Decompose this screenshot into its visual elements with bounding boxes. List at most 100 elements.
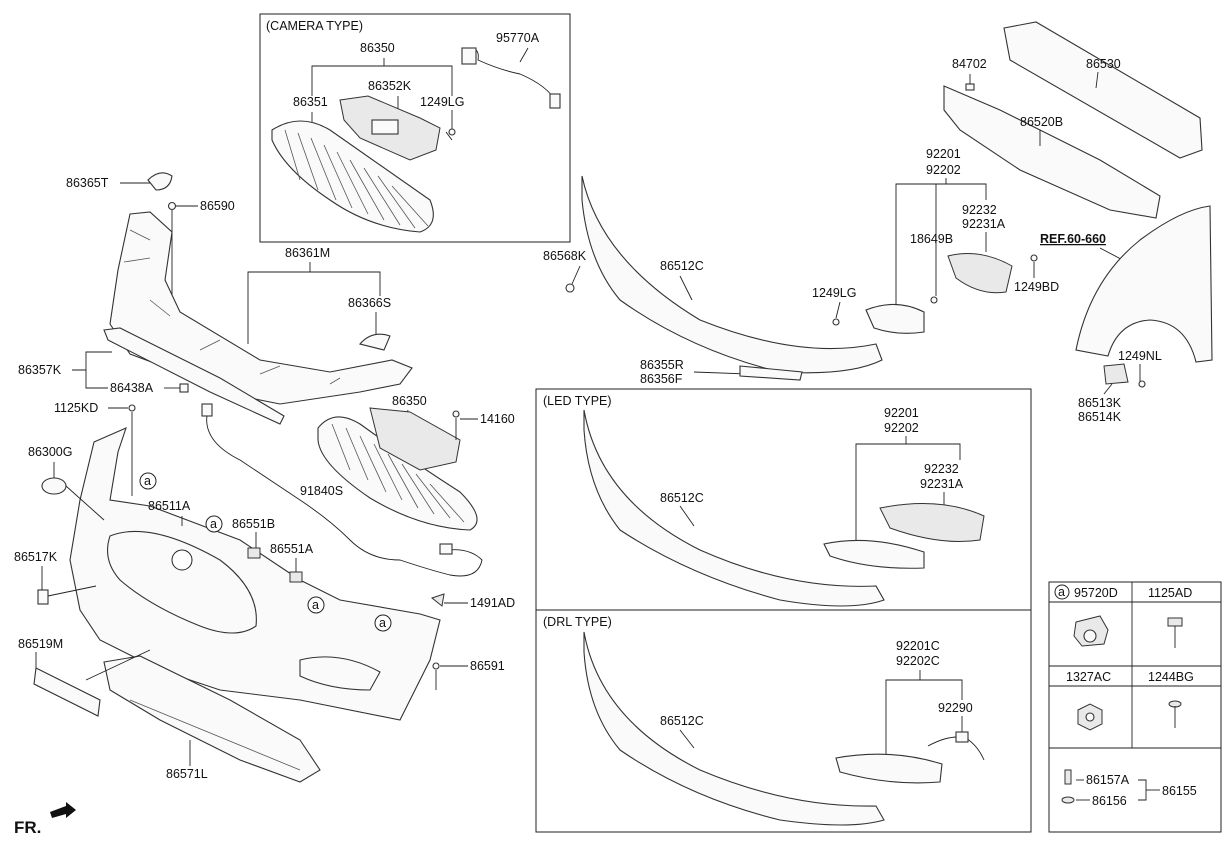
label-86513K: 86513K: [1078, 396, 1122, 410]
emblem-86300G: [41, 477, 67, 495]
nut-1327AC-icon: [1077, 703, 1103, 731]
marker-a-3: [307, 596, 325, 614]
legend-marker-a: [1054, 584, 1070, 600]
reinforcement-86530: [1003, 21, 1203, 159]
label-86591: 86591: [470, 659, 505, 673]
label-92202-led: 92202: [884, 421, 919, 435]
under-cover-86571L: [103, 655, 321, 783]
label-18649B: 18649B: [910, 232, 953, 246]
grommet-86156-icon: [1061, 796, 1075, 804]
front-bumper-86511A: 86511A: [69, 427, 441, 721]
bolt-1249LG-camera: [445, 128, 456, 141]
label-92232-led: 92232: [924, 462, 959, 476]
sensor-95720D-icon: [1073, 615, 1109, 647]
label-86512C-drl: 86512C: [660, 714, 704, 728]
fr-label: FR.: [14, 818, 41, 837]
label-86361M: 86361M: [285, 246, 330, 260]
marker-a-2-text: a: [210, 517, 217, 531]
lip-86512C-led: [583, 409, 885, 607]
label-86512C-top: 86512C: [660, 259, 704, 273]
housing-92231A-top: [947, 253, 1013, 294]
harness-91840S: [206, 409, 483, 577]
marker-a-3-text: a: [312, 598, 319, 612]
bolt-14160: [452, 410, 460, 440]
label-86551A: 86551A: [270, 542, 314, 556]
label-1249LG-camera: 1249LG: [420, 95, 464, 109]
bracket-86513K: [1103, 363, 1129, 385]
legend-code-1125AD: 1125AD: [1148, 586, 1192, 600]
grille-86350: [317, 407, 478, 531]
plate-bracket-86519M: [33, 667, 101, 717]
kit-86155: 86157A 86156 86155: [1061, 769, 1197, 808]
cover-86366S: [359, 333, 391, 351]
kit-code-86156: 86156: [1092, 794, 1127, 808]
label-86438A: 86438A: [110, 381, 154, 395]
label-1249NL: 1249NL: [1118, 349, 1162, 363]
led-type-title: (LED TYPE): [543, 394, 612, 408]
label-86350-camera: 86350: [360, 41, 395, 55]
label-86551B: 86551B: [232, 517, 275, 531]
label-86530: 86530: [1086, 57, 1121, 71]
label-86519M: 86519M: [18, 637, 63, 651]
marker-a-4: [374, 614, 392, 632]
camera-type-section: (CAMERA TYPE) 86350 95770A 86352K 86351 …: [259, 13, 571, 243]
label-92231A-top: 92231A: [962, 217, 1006, 231]
label-14160: 14160: [480, 412, 515, 426]
label-86366S: 86366S: [348, 296, 391, 310]
label-84702: 84702: [952, 57, 987, 71]
label-86571L: 86571L: [166, 767, 208, 781]
drl-type-title: (DRL TYPE): [543, 615, 612, 629]
label-86355R: 86355R: [640, 358, 684, 372]
label-92290: 92290: [938, 701, 973, 715]
bumper-misc-labels: 1125KD 86300G a a a a 86551B 86551A 8651…: [14, 401, 515, 783]
molding-86355R: [739, 365, 803, 381]
legend-code-1327AC: 1327AC: [1066, 670, 1111, 684]
middle-parts: 86350 14160 91840S: [201, 394, 515, 577]
pin-86157A-icon: [1064, 769, 1072, 785]
label-86590: 86590: [200, 199, 235, 213]
label-1491AD: 1491AD: [470, 596, 515, 610]
kit-code-86155: 86155: [1162, 784, 1197, 798]
lip-86512C-drl: [583, 631, 885, 826]
fender-outline: [1075, 205, 1213, 363]
upper-left-parts: 86365T 86590 86361M 86366S 86357K 86438A: [18, 172, 413, 425]
label-1125KD: 1125KD: [54, 401, 98, 415]
label-92201C: 92201C: [896, 639, 940, 653]
camera-type-title: (CAMERA TYPE): [266, 19, 363, 33]
strip-86357K: [103, 327, 285, 425]
label-92201-led: 92201: [884, 406, 919, 420]
housing-92231A-led: [879, 503, 985, 542]
label-92202C: 92202C: [896, 654, 940, 668]
label-92232-top: 92232: [962, 203, 997, 217]
label-92202-top: 92202: [926, 163, 961, 177]
lamp-92201-led: [823, 539, 925, 569]
marker-a-4-text: a: [379, 616, 386, 630]
lamp-92201-top: [865, 303, 925, 334]
label-86512C-led: 86512C: [660, 491, 704, 505]
label-91840S: 91840S: [300, 484, 343, 498]
label-1249BD: 1249BD: [1014, 280, 1059, 294]
label-86356F: 86356F: [640, 372, 683, 386]
marker-a-1: [139, 472, 157, 490]
bolt-1125AD-icon: [1167, 617, 1183, 648]
emblem-cap-86365T: [147, 172, 173, 191]
lip-86512C-top: [581, 175, 883, 374]
legend-code-1244BG: 1244BG: [1148, 670, 1194, 684]
legend-table: a 95720D 1125AD 1327AC 1244BG 86157A 8: [1048, 581, 1222, 833]
label-86517K: 86517K: [14, 550, 58, 564]
drl-type-section: (DRL TYPE) 92201C 92202C 92290 86512C: [535, 609, 1032, 833]
front-direction-indicator: FR.: [14, 802, 76, 837]
label-86357K: 86357K: [18, 363, 62, 377]
marker-a-1-text: a: [144, 474, 151, 488]
label-86300G: 86300G: [28, 445, 72, 459]
label-95770A: 95770A: [496, 31, 540, 45]
label-92231A-led: 92231A: [920, 477, 964, 491]
label-86514K: 86514K: [1078, 410, 1122, 424]
label-86352K: 86352K: [368, 79, 412, 93]
fr-arrow-icon: [50, 802, 76, 818]
kit-code-86157A: 86157A: [1086, 773, 1130, 787]
legend-code-95720D: 95720D: [1074, 586, 1118, 600]
label-1249LG-mid: 1249LG: [812, 286, 856, 300]
legend-marker-a-text: a: [1058, 585, 1065, 599]
